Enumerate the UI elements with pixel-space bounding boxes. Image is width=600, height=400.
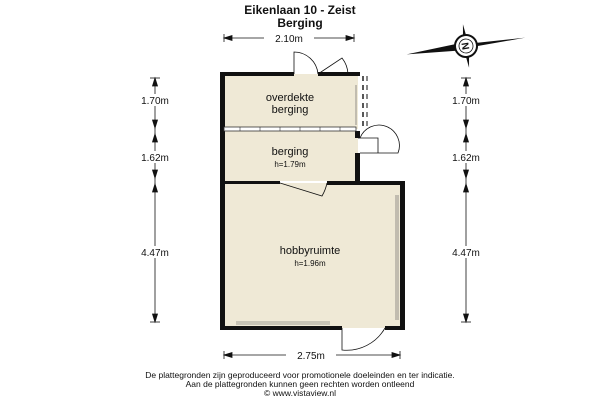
page-title: Eikenlaan 10 - Zeist — [244, 3, 356, 17]
dimension-left — [150, 76, 160, 324]
dimension-label: 2.10m — [275, 34, 303, 45]
doors — [279, 51, 400, 351]
room-label: berging — [272, 146, 309, 158]
dimension-right — [461, 76, 471, 324]
room-label: berging — [272, 104, 309, 116]
dimension-label: 1.62m — [452, 153, 480, 164]
windows — [236, 85, 399, 325]
dimension-label: 1.62m — [141, 153, 169, 164]
room-label: overdekte — [266, 92, 314, 104]
room-height: h=1.96m — [294, 259, 326, 268]
copyright: © www.vistaview.nl — [264, 388, 336, 398]
page-subtitle: Berging — [277, 16, 323, 30]
dimension-label: 4.47m — [452, 248, 480, 259]
dimension-label: 2.75m — [297, 351, 325, 362]
compass-rose-icon — [406, 24, 526, 68]
room-height: h=1.79m — [274, 160, 306, 169]
walls — [220, 72, 405, 330]
dimension-label: 4.47m — [141, 248, 169, 259]
floor-overdekte-berging — [224, 74, 358, 129]
dimension-label: 1.70m — [141, 96, 169, 107]
dimension-label: 1.70m — [452, 96, 480, 107]
room-label: hobbyruimte — [280, 245, 341, 257]
compass-label: N — [458, 42, 470, 51]
disclaimer-line: De plattegronden zijn geproduceerd voor … — [145, 370, 455, 380]
partitions — [223, 126, 357, 132]
floor-berging — [224, 131, 358, 181]
floor-hobbyruimte — [224, 183, 400, 328]
disclaimer-line: Aan de plattegronden kunnen geen rechten… — [185, 379, 415, 389]
